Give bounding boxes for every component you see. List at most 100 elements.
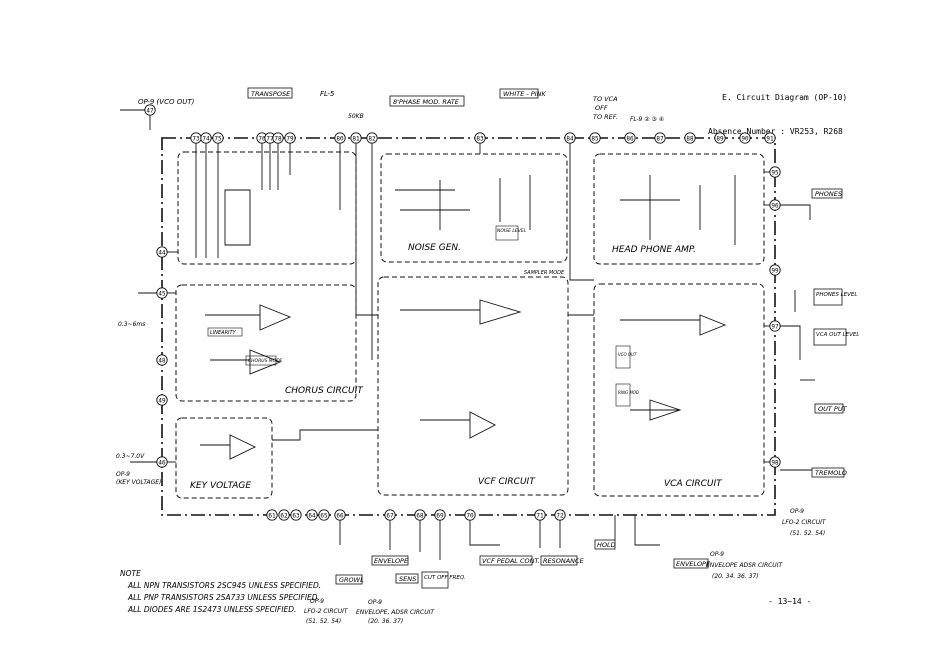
note-line-1: ALL NPN TRANSISTORS 2SC945 UNLESS SPECIF…	[127, 581, 321, 590]
key-voltage-title: KEY VOLTAGE	[190, 481, 251, 491]
connector-61: 61	[266, 509, 278, 521]
connector-99: 99	[769, 264, 781, 276]
connector-89: 89	[714, 132, 726, 144]
vcf-title: VCF CIRCUIT	[478, 477, 536, 487]
connector-77: 77	[264, 132, 276, 144]
tremolo-label: TREMOLO	[815, 469, 847, 477]
connector-49: 49	[156, 394, 168, 406]
svg-text:70: 70	[466, 512, 474, 519]
chorus-title: CHORUS CIRCUIT	[285, 386, 364, 396]
svg-text:48: 48	[158, 357, 166, 364]
connector-96: 96	[769, 199, 781, 211]
hold-label: HOLD	[597, 541, 616, 549]
connector-65: 65	[318, 509, 330, 521]
ring-mod-label: RING MOD	[618, 390, 639, 395]
svg-text:84: 84	[566, 135, 574, 142]
lfo2-bottom-pins: (51. 52. 54)	[306, 618, 341, 625]
op9-vco-out-label: OP-9 (VCO OUT)	[138, 98, 195, 106]
fl5-label: FL-5	[320, 90, 335, 98]
connector-68: 68	[414, 509, 426, 521]
svg-text:85: 85	[591, 135, 599, 142]
svg-text:73: 73	[192, 135, 200, 142]
lfo2-bottom-label: LFO-2 CIRCUIT	[304, 608, 349, 615]
connector-62: 62	[278, 509, 290, 521]
to-vca-label: TO VCA	[593, 95, 618, 103]
svg-text:80: 80	[336, 135, 344, 142]
connector-48: 48	[156, 354, 168, 366]
svg-text:88: 88	[686, 135, 694, 142]
svg-text:76: 76	[258, 135, 266, 142]
block-titles: NOISE GEN. HEAD PHONE AMP. CHORUS CIRCUI…	[190, 243, 723, 491]
note-line-2: ALL PNP TRANSISTORS 2SA733 UNLESS SPECIF…	[127, 593, 320, 602]
page-number: - 13~14 -	[768, 597, 811, 606]
adsr-right-pins: (20. 34. 36. 37)	[712, 573, 759, 580]
bus-frame	[161, 137, 776, 516]
output-label: OUT PUT	[818, 405, 848, 413]
connector-85: 85	[589, 132, 601, 144]
connector-88: 88	[684, 132, 696, 144]
note-heading: NOTE	[120, 569, 141, 578]
svg-text:63: 63	[292, 512, 300, 519]
svg-text:65: 65	[320, 512, 328, 519]
envelope2-label: ENVELOPE	[676, 560, 711, 568]
connector-87: 87	[654, 132, 666, 144]
svg-text:89: 89	[716, 135, 724, 142]
adsr-right-label: ENVELOPE ADSR CIRCUIT	[706, 562, 783, 569]
vcf-pedal-label: VCF PEDAL CONT.	[482, 557, 540, 565]
absence-number: Absence Number : VR253, R268	[708, 127, 843, 136]
resonance-label: RESONANCE	[543, 557, 585, 565]
svg-text:79: 79	[286, 135, 294, 142]
connector-90: 90	[739, 132, 751, 144]
note-line-3: ALL DIODES ARE 1S2473 UNLESS SPECIFIED.	[127, 605, 296, 614]
pot-50kb-label: 50KB	[348, 113, 364, 120]
op9-key-label: OP-9	[116, 471, 130, 478]
transpose-label: TRANSPOSE	[251, 90, 291, 98]
phase-mod-label: 8'PHASE MOD. RATE	[393, 98, 460, 106]
phones-level-label: PHONES LEVEL	[816, 292, 857, 298]
svg-text:68: 68	[416, 512, 424, 519]
svg-text:46: 46	[158, 459, 166, 466]
lfo2-right-pins: (51. 52. 54)	[790, 530, 825, 537]
svg-text:78: 78	[274, 135, 282, 142]
connector-97: 97	[769, 320, 781, 332]
connector-81: 81	[350, 132, 362, 144]
connector-79: 79	[284, 132, 296, 144]
wiring	[120, 109, 815, 560]
connector-75: 75	[212, 132, 224, 144]
note-block: NOTE ALL NPN TRANSISTORS 2SC945 UNLESS S…	[120, 569, 321, 614]
block-boxes	[175, 151, 765, 499]
vcf-block	[377, 276, 569, 496]
key-range-label: 0.3~7.0V	[116, 453, 145, 460]
lfo2-right-op9: OP-9	[790, 508, 804, 515]
connector-73: 73	[190, 132, 202, 144]
boxed-labels: TRANSPOSE 8'PHASE MOD. RATE WHITE - PINK…	[207, 87, 859, 589]
adsr-right-op9: OP-9	[710, 551, 724, 558]
svg-text:62: 62	[280, 512, 288, 519]
adsr-bottom-pins: (20. 36. 37)	[368, 618, 403, 625]
phones-label: PHONES	[815, 190, 842, 198]
cut-off-freq-label: CUT OFF FREQ.	[424, 575, 466, 581]
svg-text:98: 98	[771, 459, 779, 466]
connector-66: 66	[334, 509, 346, 521]
svg-text:44: 44	[158, 249, 166, 256]
svg-text:86: 86	[626, 135, 634, 142]
svg-text:66: 66	[336, 512, 344, 519]
lfo2-right-label: LFO-2 CIRCUIT	[782, 519, 827, 526]
key-voltage-block	[175, 417, 273, 499]
diagram-title: E. Circuit Diagram (OP-10)	[722, 93, 847, 102]
connector-83: 83	[474, 132, 486, 144]
connector-71: 71	[534, 509, 546, 521]
connector-69: 69	[434, 509, 446, 521]
connector-46: 46	[156, 456, 168, 468]
envelope-label: ENVELOPE	[374, 557, 409, 565]
svg-text:72: 72	[556, 512, 564, 519]
svg-text:69: 69	[436, 512, 444, 519]
connector-74: 74	[200, 132, 212, 144]
svg-text:75: 75	[214, 135, 222, 142]
connector-47: 47	[144, 104, 156, 116]
connector-95: 95	[769, 166, 781, 178]
svg-text:45: 45	[158, 290, 166, 297]
connector-98: 98	[769, 456, 781, 468]
right-connectors: 95 96 97 98 99	[769, 166, 781, 468]
